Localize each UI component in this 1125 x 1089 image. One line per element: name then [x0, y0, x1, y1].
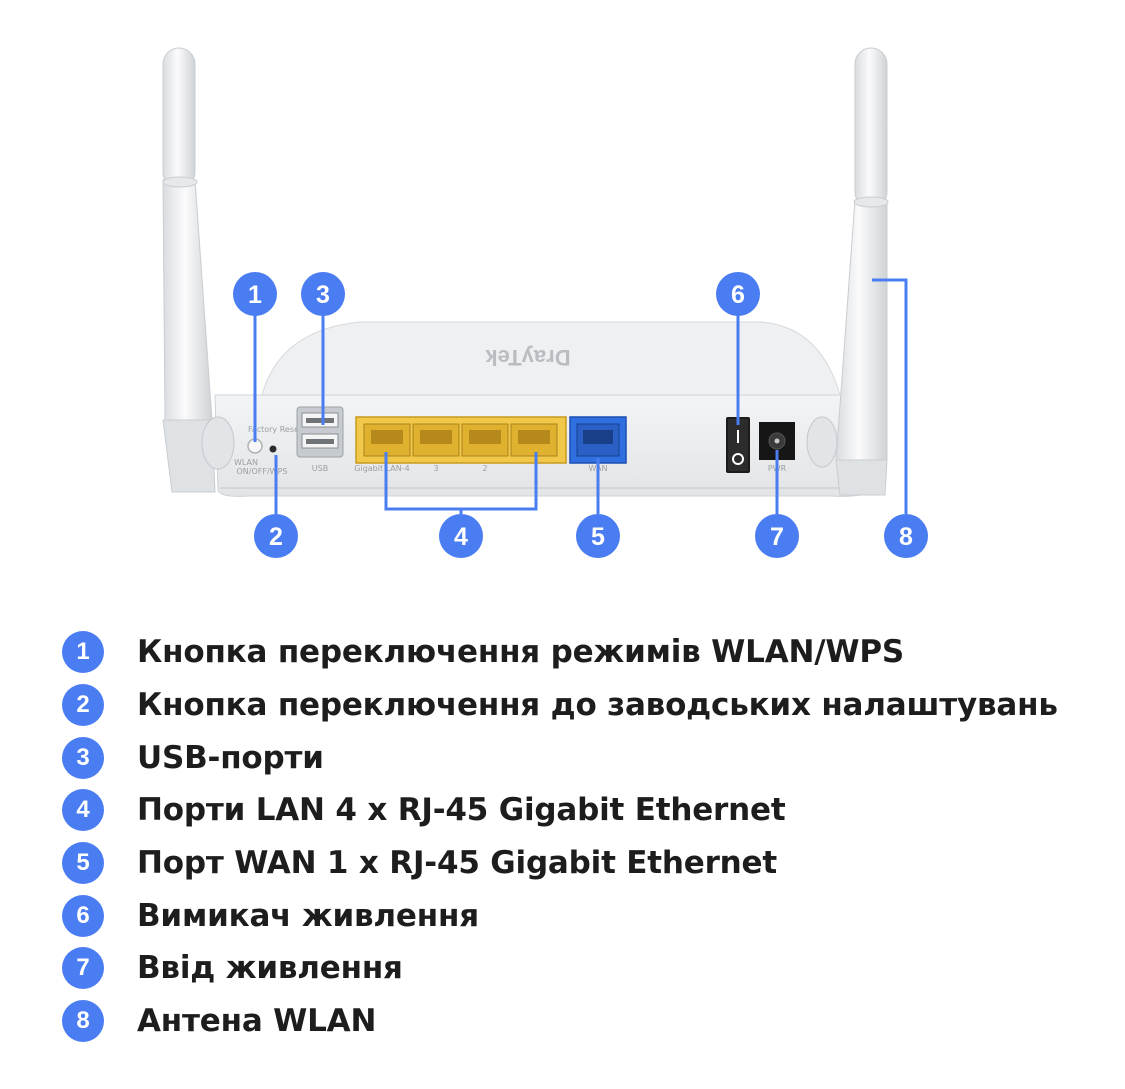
label-usb: USB: [312, 464, 328, 473]
callout-7: 7: [755, 514, 799, 558]
legend-number-badge: 1: [62, 631, 104, 674]
right-antenna: [806, 47, 889, 496]
legend-text: Ввід живлення: [137, 950, 403, 987]
svg-text:8: 8: [899, 523, 913, 551]
legend-number-badge: 4: [62, 789, 104, 832]
svg-text:4: 4: [454, 523, 468, 551]
legend-item: 5 Порт WAN 1 x RJ-45 Gigabit Ethernet: [62, 837, 1112, 890]
legend-number-badge: 5: [62, 842, 104, 885]
legend-item: 3 USB-порти: [62, 731, 1112, 784]
callout-6: 6: [716, 272, 760, 316]
callout-4: 4: [439, 514, 483, 558]
legend-text: Порти LAN 4 x RJ-45 Gigabit Ethernet: [137, 792, 786, 829]
legend-text: USB-порти: [137, 739, 324, 776]
label-lan2: 2: [482, 464, 487, 473]
factory-reset-pinhole[interactable]: [269, 445, 277, 453]
label-gigabit-lan: Gigabit LAN-4: [354, 464, 409, 473]
leader-lines: [253, 278, 908, 514]
label-lan3: 3: [433, 464, 438, 473]
legend-number-badge: 2: [62, 684, 104, 727]
callout-1: 1: [233, 272, 277, 316]
legend-item: 2 Кнопка переключення до заводських нала…: [62, 679, 1112, 732]
legend-text: Антена WLAN: [137, 1003, 377, 1040]
brand-logo: DrayTek: [485, 345, 571, 370]
legend-number-badge: 8: [62, 1000, 104, 1043]
power-switch[interactable]: [726, 417, 750, 473]
legend-text: Вимикач живлення: [137, 897, 479, 934]
legend-item: 6 Вимикач живлення: [62, 889, 1112, 942]
callout-2: 2: [254, 514, 298, 558]
legend-text: Порт WAN 1 x RJ-45 Gigabit Ethernet: [137, 845, 777, 882]
legend-item: 4 Порти LAN 4 x RJ-45 Gigabit Ethernet: [62, 784, 1112, 837]
router-top-shell: [261, 321, 841, 396]
label-factory-reset: Factory Reset: [248, 425, 302, 434]
svg-text:1: 1: [248, 281, 262, 309]
callout-8: 8: [884, 514, 928, 558]
lan-ports[interactable]: [355, 416, 567, 464]
legend-list: 1 Кнопка переключення режимів WLAN/WPS 2…: [62, 626, 1112, 1048]
wan-port[interactable]: [569, 416, 627, 464]
svg-text:5: 5: [591, 523, 605, 551]
callout-3: 3: [301, 272, 345, 316]
legend-item: 8 Антена WLAN: [62, 995, 1112, 1048]
legend-number-badge: 7: [62, 947, 104, 990]
router-diagram: DrayTek WLAN ON/OFF/WPS Factory Reset US…: [162, 47, 928, 558]
legend-number-badge: 6: [62, 894, 104, 937]
legend-number-badge: 3: [62, 736, 104, 779]
svg-text:7: 7: [770, 523, 784, 551]
usb-ports[interactable]: [296, 406, 344, 458]
callout-5: 5: [576, 514, 620, 558]
legend-item: 1 Кнопка переключення режимів WLAN/WPS: [62, 626, 1112, 679]
label-wlan: WLAN: [234, 458, 258, 467]
svg-text:2: 2: [269, 523, 283, 551]
svg-text:3: 3: [316, 281, 330, 309]
svg-text:6: 6: [731, 281, 745, 309]
legend-text: Кнопка переключення до заводських налашт…: [137, 687, 1058, 724]
legend-text: Кнопка переключення режимів WLAN/WPS: [137, 634, 905, 671]
left-antenna: [162, 47, 235, 493]
label-on-off-wps: ON/OFF/WPS: [237, 467, 288, 476]
legend-item: 7 Ввід живлення: [62, 942, 1112, 995]
